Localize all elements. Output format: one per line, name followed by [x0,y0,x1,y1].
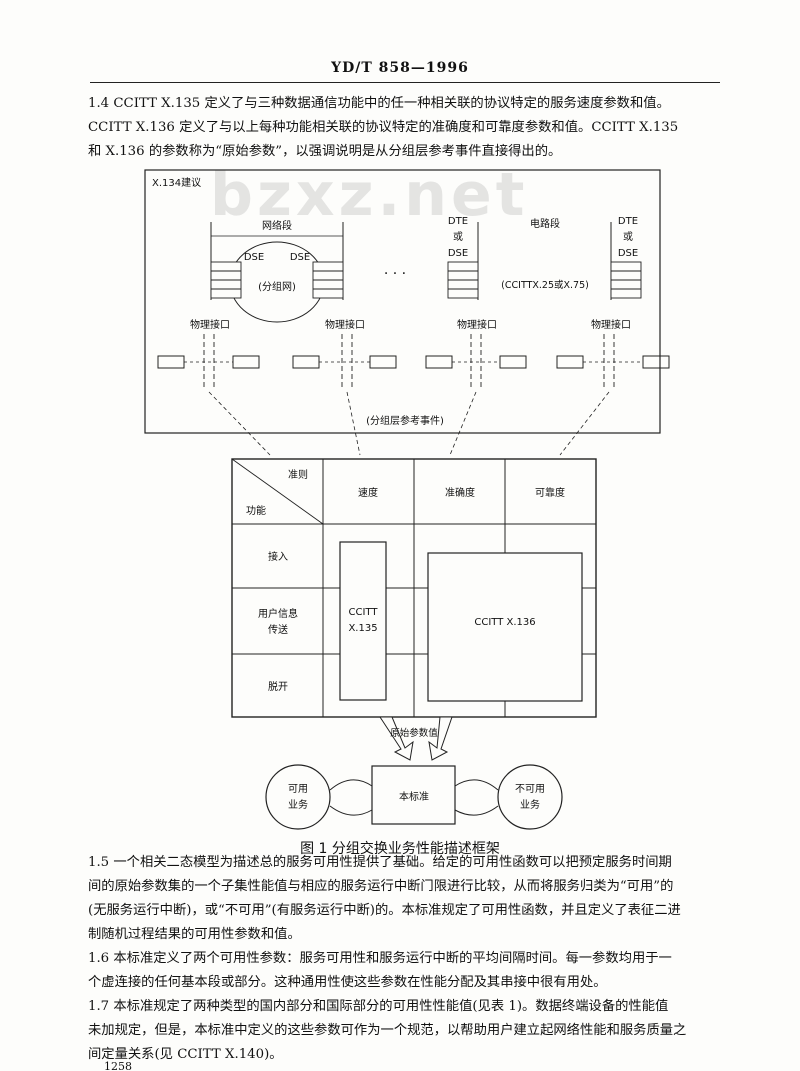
packet-network-label: (分组网) [258,280,296,293]
dte-left-line2: 或 [453,231,463,243]
paragraph-line: 制随机过程结果的可用性参数和值。 [88,927,301,942]
paragraph-1-6: 1.6 本标准定义了两个可用性参数：服务可用性和服务运行中断的平均间隔时间。每一… [88,947,768,995]
x136-label: CCITT X.136 [474,617,535,628]
available-service-circle [265,764,331,830]
unavailable-service-circle [497,764,563,830]
x134-box [144,169,661,434]
paragraph-1-5: 1.5 一个相关二态模型为描述总的服务可用性提供了基础。给定的可用性函数可以把预… [88,851,768,947]
dse-right-label: DSE [290,252,310,263]
function-access: 接入 [268,550,288,563]
x134-title: X.134建议 [152,176,201,189]
function-user-info-line2: 传送 [268,623,288,636]
circuit-protocol-label: (CCITTX.25或X.75) [501,279,589,291]
paragraph-line: 个虚连接的任何基本段或部分。这种通用性使这些参数在性能分配及其串接中很有用处。 [88,975,607,990]
function-user-info-line1: 用户信息 [258,607,298,620]
this-standard-box [371,765,456,825]
criteria-speed: 速度 [358,486,378,499]
dte-right-line1: DTE [618,216,638,227]
raw-params-label: 原始参数值 [390,727,438,739]
x135-label-line2: X.135 [348,623,377,634]
function-corner-label: 功能 [246,504,266,517]
dse-left-label: DSE [244,252,264,263]
available-line2: 业务 [288,798,308,811]
page-number: 1258 [104,1060,132,1071]
x136-box [427,552,583,702]
paragraph-line: 间的原始参数集的一个子集性能值与相应的服务运行中断门限进行比较，从而将服务归类为… [88,879,674,894]
figure-caption: 图 1 分组交换业务性能描述框架 [300,841,500,857]
physical-interface-label-3: 物理接口 [457,318,497,331]
paragraph-line: 1.7 本标准规定了两种类型的国内部分和国际部分的可用性性能值(见表 1)。数据… [88,999,669,1014]
unavailable-line2: 业务 [520,798,540,811]
physical-interface-label-2: 物理接口 [325,318,365,331]
dte-left-line1: DTE [448,216,468,227]
dte-right-line2: 或 [623,231,633,243]
packet-ref-events-label: (分组层参考事件) [366,414,444,427]
paragraph-line: CCITT X.136 定义了与以上每种功能相关联的协议特定的准确度和可靠度参数… [88,120,679,135]
physical-interface-label-1: 物理接口 [190,318,230,331]
x135-box [339,541,387,701]
paragraph-1-4: 1.4 CCITT X.135 定义了与三种数据通信功能中的任一种相关联的协议特… [88,92,768,164]
header-rule [90,82,720,83]
physical-interface-label-4: 物理接口 [591,318,631,331]
criteria-accuracy: 准确度 [445,486,475,499]
dte-right-line3: DSE [618,248,638,259]
circuit-section-label: 电路段 [530,217,560,230]
network-section-label: 网络段 [262,219,292,232]
criteria-corner-label: 准则 [288,468,308,481]
unavailable-line1: 不可用 [515,784,545,795]
x135-label-line1: CCITT [349,607,379,618]
paragraph-line: 未加规定，但是，本标准中定义的这些参数可作为一个规范，以帮助用户建立起网络性能和… [88,1023,687,1038]
criteria-reliability: 可靠度 [535,486,565,499]
paragraph-line: 和 X.136 的参数称为“原始参数”，以强调说明是从分组层参考事件直接得出的。 [88,144,562,159]
paragraph-line: 1.4 CCITT X.135 定义了与三种数据通信功能中的任一种相关联的协议特… [88,96,670,111]
paragraph-line: 间定量关系(见 CCITT X.140)。 [88,1047,283,1062]
available-line1: 可用 [288,784,308,795]
paragraph-line: 1.6 本标准定义了两个可用性参数：服务可用性和服务运行中断的平均间隔时间。每一… [88,951,672,966]
this-standard-label: 本标准 [399,790,429,803]
standard-header: YD/T 858—1996 [331,60,469,76]
paragraph-line: (无服务运行中断)，或“不可用”(有服务运行中断)的。本标准规定了可用性函数，并… [88,903,681,918]
function-disengage: 脱开 [268,680,288,693]
watermark: bzxz.net [210,160,529,230]
paragraph-line: 1.5 一个相关二态模型为描述总的服务可用性提供了基础。给定的可用性函数可以把预… [88,855,672,870]
paragraph-1-7: 1.7 本标准规定了两种类型的国内部分和国际部分的可用性性能值(见表 1)。数据… [88,995,768,1067]
dte-left-line3: DSE [448,248,468,259]
ellipsis: · · · [384,266,406,282]
